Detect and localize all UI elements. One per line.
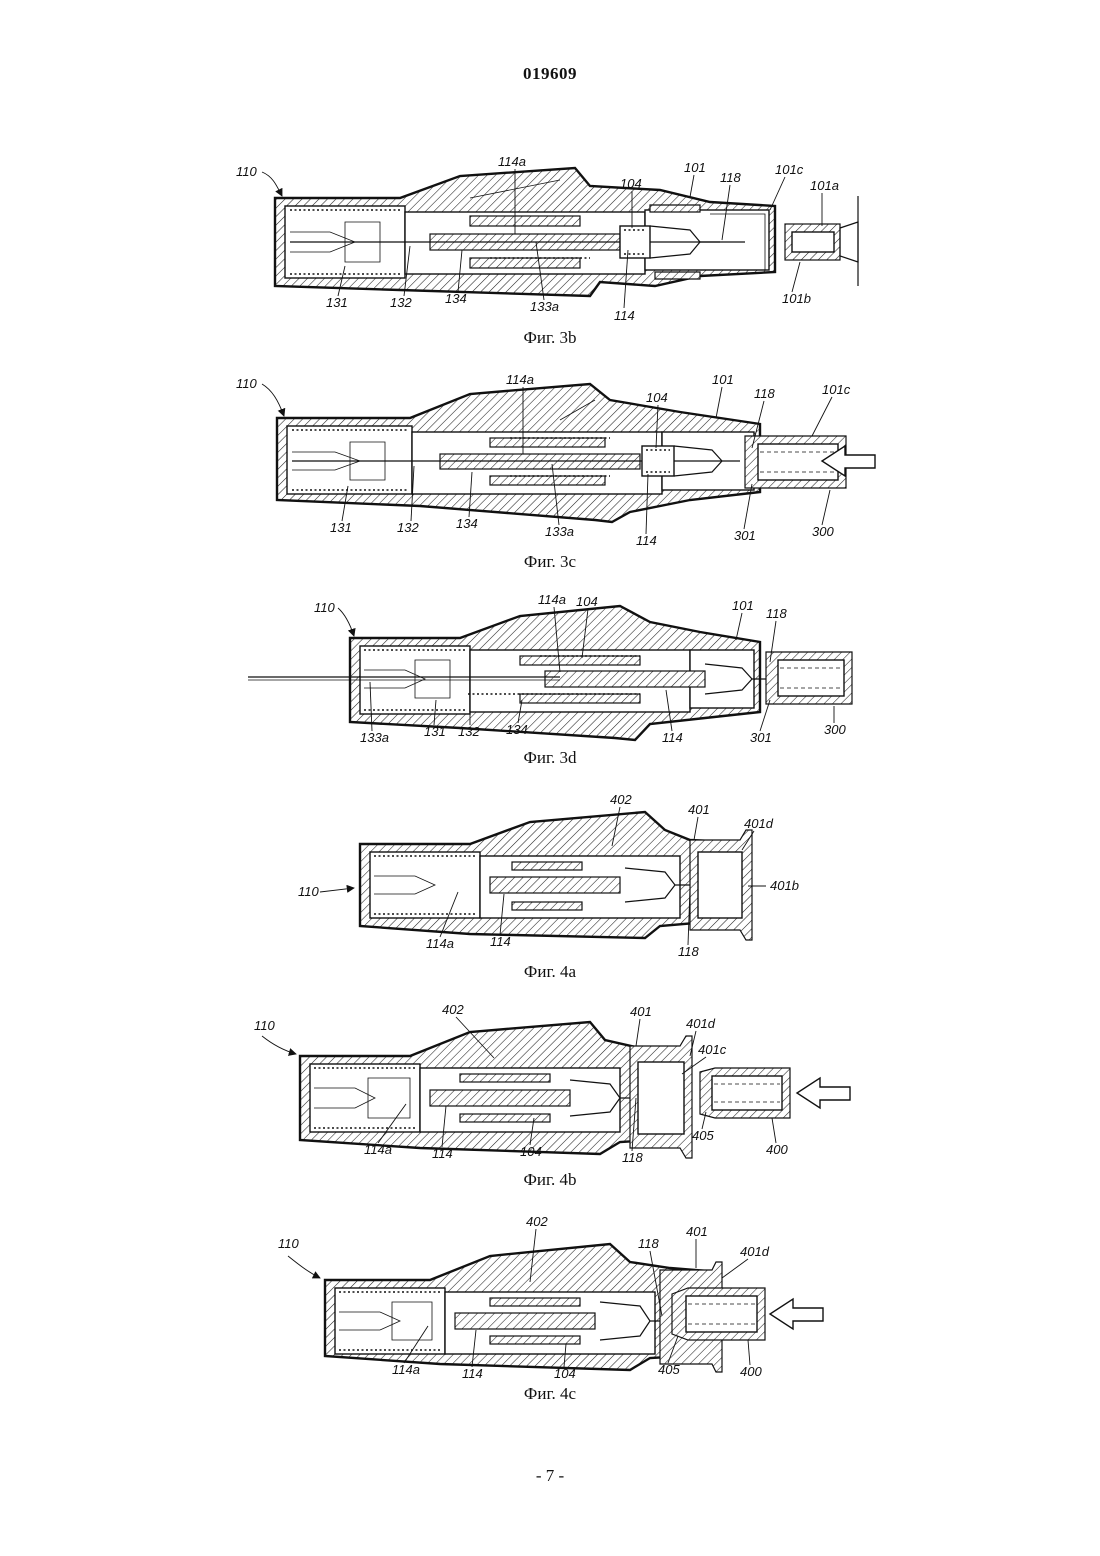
figure-4b-caption: Фиг. 4b	[0, 1170, 1100, 1190]
reference-label-118: 118	[622, 1150, 643, 1165]
reference-label-104: 104	[554, 1366, 576, 1381]
reference-label-401d: 401d	[744, 816, 774, 831]
reference-label-401: 401	[688, 802, 710, 817]
reference-label-118: 118	[678, 944, 699, 959]
reference-label-133a: 133a	[360, 730, 389, 745]
reference-label-114: 114	[662, 730, 683, 745]
reference-label-401b: 401b	[770, 878, 799, 893]
needle-cap-101a	[785, 196, 858, 286]
reference-label-400: 400	[766, 1142, 788, 1157]
figure-3d-drawing: 110 114a 104 101 118 133a 131 132 134 11…	[0, 590, 1100, 744]
reference-label-114a: 114a	[426, 936, 454, 951]
insertion-tool-400	[672, 1288, 823, 1340]
reference-label-114a: 114a	[538, 592, 566, 607]
reference-label-118: 118	[766, 606, 787, 621]
reference-label-110: 110	[236, 376, 257, 391]
reference-label-402: 402	[610, 792, 632, 807]
reference-label-101: 101	[732, 598, 754, 613]
page-number: - 7 -	[0, 1466, 1100, 1486]
reference-label-114: 114	[636, 533, 657, 548]
device-body	[277, 384, 760, 522]
reference-label-132: 132	[390, 295, 412, 310]
reference-label-104: 104	[620, 176, 642, 191]
reference-label-114a: 114a	[392, 1362, 420, 1377]
reference-label-401: 401	[630, 1004, 652, 1019]
insertion-tool-400	[700, 1068, 850, 1118]
reference-label-104: 104	[646, 390, 668, 405]
reference-label-101a: 101a	[810, 178, 839, 193]
figure-4c-drawing: 110 402 118 401 401d 114a 114 104 405 40…	[0, 1208, 1100, 1384]
figure-4a-drawing: 402 401 401d 110 401b 114a 114 118	[0, 786, 1100, 962]
reference-label-131: 131	[330, 520, 352, 535]
reference-label-133a: 133a	[545, 524, 574, 539]
figure-3c-caption: Фиг. 3c	[0, 552, 1100, 572]
reference-label-110: 110	[278, 1236, 299, 1251]
reference-label-114a: 114a	[498, 154, 526, 169]
reference-label-104: 104	[576, 594, 598, 609]
figure-3b-caption: Фиг. 3b	[0, 328, 1100, 348]
device-body	[350, 606, 790, 740]
reference-label-134: 134	[456, 516, 478, 531]
reference-label-401c: 401c	[698, 1042, 727, 1057]
reference-label-132: 132	[397, 520, 419, 535]
reference-label-401d: 401d	[740, 1244, 770, 1259]
reference-label-402: 402	[442, 1002, 464, 1017]
reference-label-131: 131	[424, 724, 446, 739]
device-body	[275, 168, 775, 296]
reference-label-118: 118	[754, 386, 775, 401]
figure-3c-drawing: 110 114a 101 104 118 101c 131 132 134 13…	[0, 366, 1100, 550]
reference-label-110: 110	[298, 884, 319, 899]
reference-label-401d: 401d	[686, 1016, 716, 1031]
reference-label-101: 101	[712, 372, 734, 387]
reference-label-134: 134	[506, 722, 528, 737]
reference-label-118: 118	[720, 170, 741, 185]
reference-label-405: 405	[692, 1128, 714, 1143]
reference-label-114a: 114a	[364, 1142, 392, 1157]
document-number: 019609	[0, 64, 1100, 84]
insertion-tool-300	[745, 436, 875, 488]
reference-label-114: 114	[614, 308, 635, 323]
reference-label-401: 401	[686, 1224, 708, 1239]
reference-label-405: 405	[658, 1362, 680, 1377]
reference-label-131: 131	[326, 295, 348, 310]
reference-label-101c: 101c	[775, 162, 804, 177]
reference-label-114: 114	[462, 1366, 483, 1381]
reference-label-118: 118	[638, 1236, 659, 1251]
reference-label-133a: 133a	[530, 299, 559, 314]
reference-label-301: 301	[734, 528, 756, 543]
reference-label-101: 101	[684, 160, 706, 175]
figure-4c-caption: Фиг. 4c	[0, 1384, 1100, 1404]
device-body	[360, 812, 730, 938]
reference-label-114: 114	[432, 1146, 453, 1161]
reference-label-101b: 101b	[782, 291, 811, 306]
figure-3b-drawing: 110 114a 101 104 118 101c 101a 131 132 1…	[0, 150, 1100, 330]
figure-4b-drawing: 110 402 401 401d 401c 114a 114 104 118 4…	[0, 1000, 1100, 1170]
reference-label-301: 301	[750, 730, 772, 745]
figure-4a-caption: Фиг. 4a	[0, 962, 1100, 982]
reference-label-101c: 101c	[822, 382, 851, 397]
reference-label-114a: 114a	[506, 372, 534, 387]
reference-label-110: 110	[254, 1018, 275, 1033]
reference-label-110: 110	[236, 164, 257, 179]
reference-label-400: 400	[740, 1364, 762, 1379]
figure-3d-caption: Фиг. 3d	[0, 748, 1100, 768]
reference-label-104: 104	[520, 1144, 542, 1159]
reference-label-114: 114	[490, 934, 511, 949]
reference-label-300: 300	[824, 722, 846, 737]
device-body	[325, 1244, 722, 1372]
reference-label-132: 132	[458, 724, 480, 739]
insertion-tool-300	[766, 652, 852, 704]
reference-label-134: 134	[445, 291, 467, 306]
cap-assembly-401	[690, 830, 752, 940]
reference-label-110: 110	[314, 600, 335, 615]
reference-label-300: 300	[812, 524, 834, 539]
reference-label-402: 402	[526, 1214, 548, 1229]
